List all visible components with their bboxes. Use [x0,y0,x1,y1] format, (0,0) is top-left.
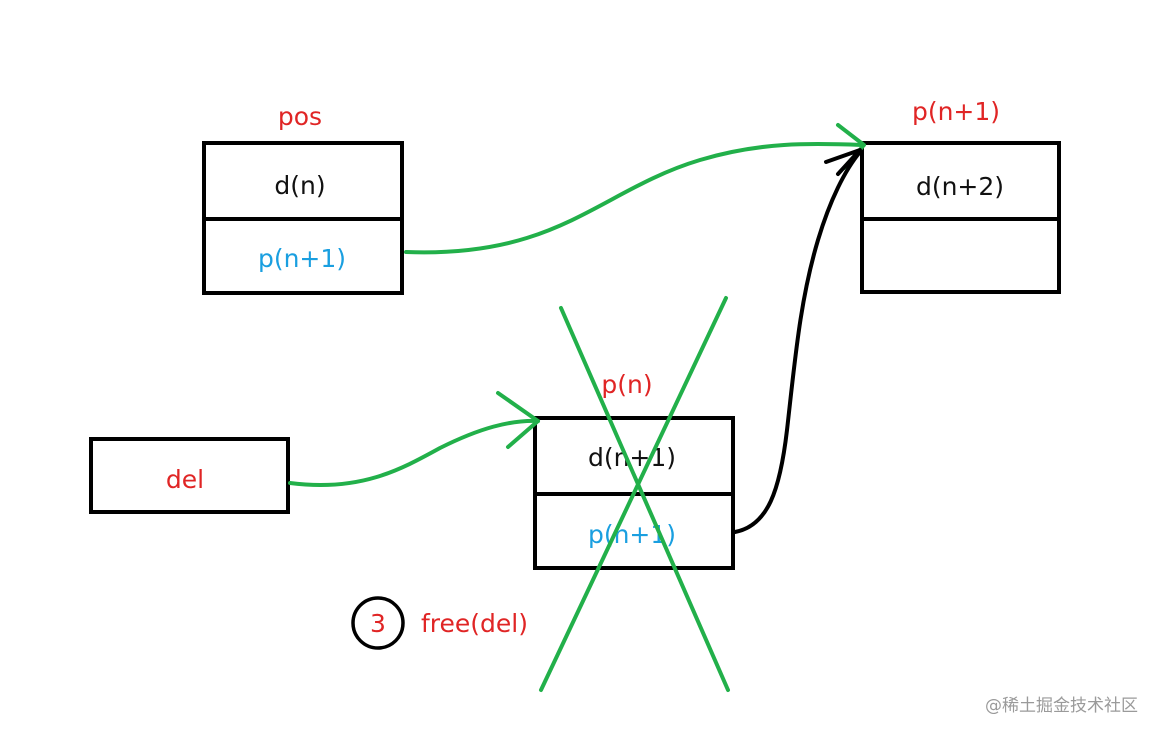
target-label: p(n+1) [912,97,1000,126]
pos-to-target-arrow [404,141,864,255]
step-number: 3 [370,609,386,638]
del-label: del [166,465,204,494]
deleted-label: p(n) [601,370,652,399]
del-to-deleted-arrow [288,418,540,488]
step-number-circle-icon [351,596,405,650]
del-to-deleted-arrowhead-icon [496,391,540,449]
deleted-node: p(n) d(n+1) p(n+1) [533,370,735,570]
watermark: @稀土掘金技术社区 [985,696,1138,716]
step-annotation: 3 free(del) [351,596,528,650]
target-data-field: d(n+2) [916,172,1004,201]
deleted-to-target-arrowhead-icon [824,148,862,176]
pos-next-field: p(n+1) [258,244,346,273]
del-pointer-box [89,437,290,514]
deleted-to-target-arrow [733,150,862,534]
del-pointer: del [89,437,290,514]
cross-out-stroke-right-icon [539,296,728,692]
cross-out-stroke-left-icon [559,306,730,692]
pos-data-field: d(n) [274,171,325,200]
step-text: free(del) [421,609,528,638]
pos-node: pos d(n) p(n+1) [202,102,404,295]
target-node: p(n+1) d(n+2) [860,97,1061,294]
pos-label: pos [278,102,322,131]
